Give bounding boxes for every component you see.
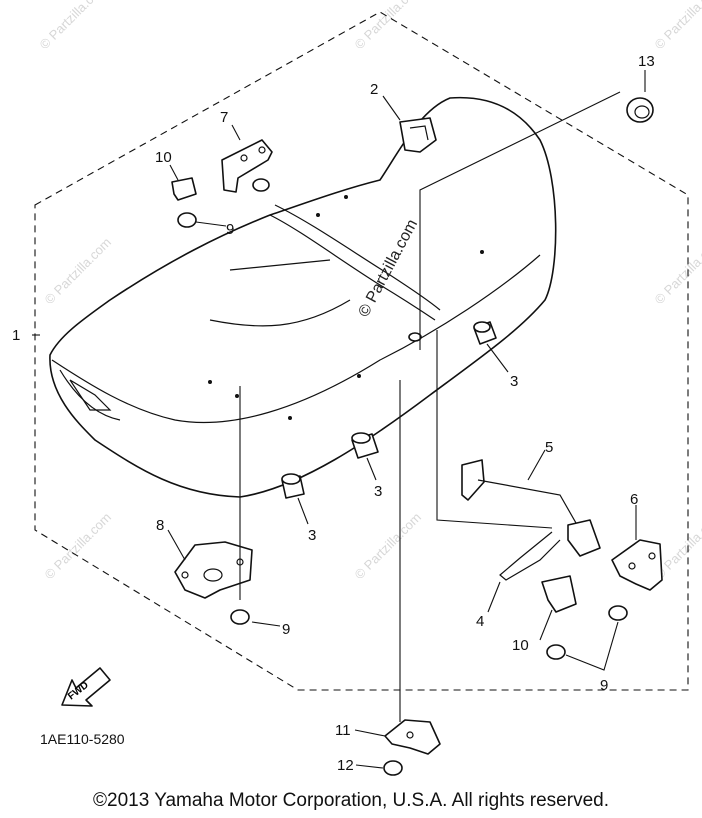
nut-9-upper	[177, 178, 270, 228]
nut-9-lower-left	[230, 609, 250, 625]
bracket-10-upper	[171, 177, 197, 201]
callout-9: 9	[282, 621, 290, 638]
callout-3: 3	[308, 527, 316, 544]
watermark: © Partzilla.com	[652, 235, 702, 308]
callout-10: 10	[155, 149, 172, 166]
nuts-9-lower-right	[546, 605, 628, 660]
callout-4: 4	[476, 613, 484, 630]
spring-wire	[499, 531, 561, 581]
assembly-boundary	[34, 11, 689, 691]
callout-9: 9	[226, 221, 234, 238]
callout-10: 10	[512, 637, 529, 654]
leader-lines	[32, 70, 646, 769]
bracket-8	[174, 541, 253, 599]
seat	[49, 96, 557, 498]
part-code: 1AE110-5280	[40, 731, 125, 747]
lock-rod	[461, 459, 601, 557]
washer-12	[383, 760, 403, 776]
callout-8: 8	[156, 517, 164, 534]
callout-1: 1	[12, 327, 20, 344]
bracket-10-lower	[541, 575, 577, 613]
callout-12: 12	[337, 757, 354, 774]
callouts: 1 2 3 3 3 4 5 6 7 8 9 9 9 10 10 11 12 13	[12, 53, 655, 774]
callout-5: 5	[545, 439, 553, 456]
watermark: © Partzilla.com	[42, 235, 115, 308]
callout-9: 9	[600, 677, 608, 694]
cap-grommet	[626, 97, 654, 123]
callout-3: 3	[510, 373, 518, 390]
watermark: © Partzilla.com	[37, 0, 110, 52]
watermark: © Partzilla.com	[352, 0, 425, 52]
watermark: © Partzilla.com	[352, 510, 425, 583]
callout-2: 2	[370, 81, 378, 98]
watermark: © Partzilla.com	[652, 0, 702, 52]
forward-arrow: FWD	[61, 667, 111, 707]
copyright-notice: ©2013 Yamaha Motor Corporation, U.S.A. A…	[93, 790, 609, 811]
callout-11: 11	[335, 722, 351, 739]
latch-bracket-6	[611, 539, 663, 591]
dampers	[281, 321, 497, 499]
callout-13: 13	[638, 53, 655, 70]
callout-7: 7	[220, 109, 228, 126]
seat-strap	[399, 117, 437, 153]
callout-6: 6	[630, 491, 638, 508]
bracket-7	[221, 139, 273, 193]
callout-3: 3	[374, 483, 382, 500]
hook-bracket-11	[384, 719, 441, 755]
